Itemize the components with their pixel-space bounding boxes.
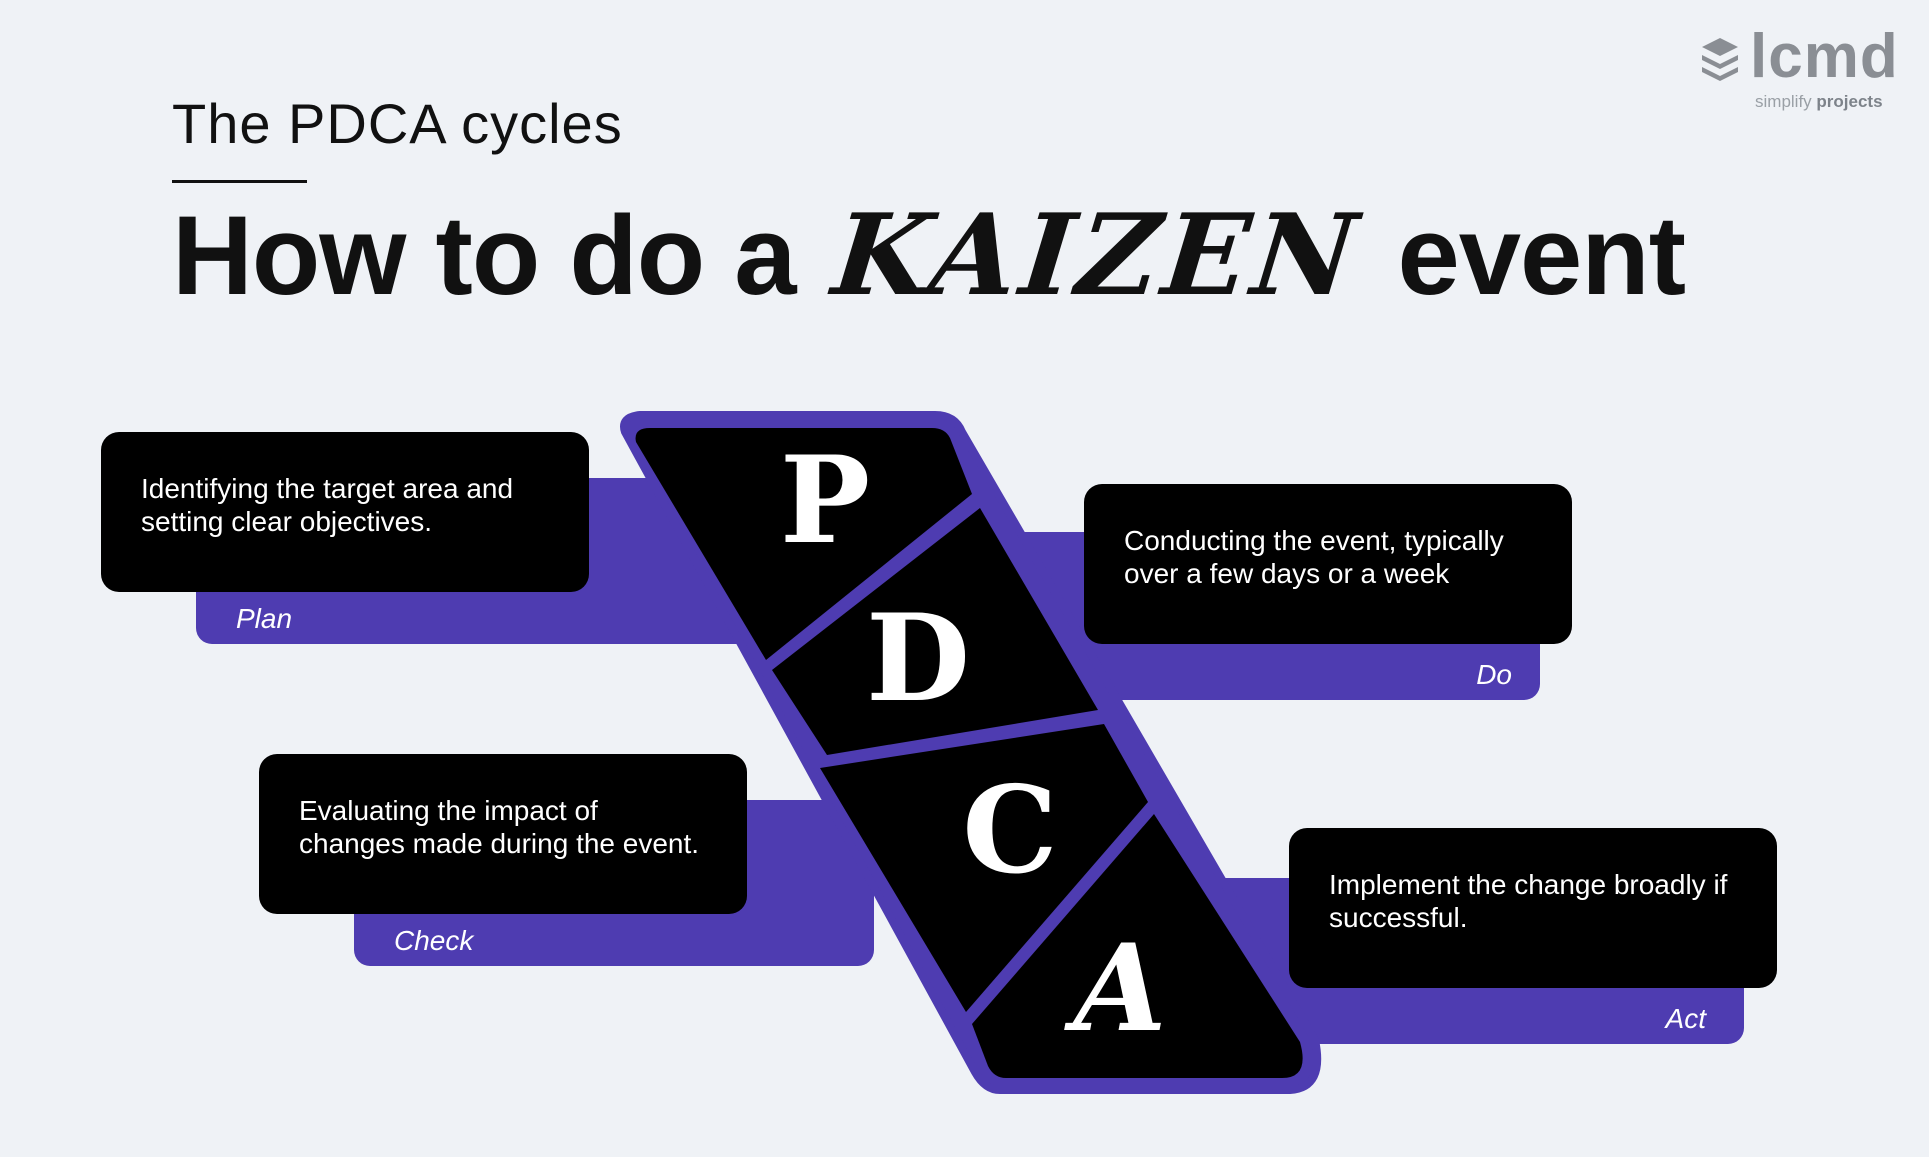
pdca-segment-d	[772, 508, 1098, 755]
lcmd-logo: lcmd simplify projects	[1700, 26, 1898, 116]
page-subtitle: The PDCA cycles	[172, 92, 623, 155]
do-description: Conducting the event, typically over a f…	[1124, 525, 1504, 589]
layers-icon	[1702, 38, 1738, 81]
do-card: Conducting the event, typically over a f…	[1084, 484, 1572, 644]
pdca-segment-p	[635, 428, 972, 660]
logo-tagline: simplify projects	[1755, 92, 1883, 112]
act-description: Implement the change broadly if successf…	[1329, 869, 1728, 933]
pdca-letter-p: P	[780, 430, 870, 571]
pdca-segment-a	[972, 814, 1303, 1078]
title-after: event	[1397, 193, 1686, 318]
check-description: Evaluating the impact of changes made du…	[299, 795, 700, 859]
tagline-prefix: simplify	[1755, 92, 1817, 111]
act-label: Act	[1665, 1003, 1706, 1034]
act-card: Implement the change broadly if successf…	[1289, 828, 1777, 988]
plan-label: Plan	[236, 603, 293, 634]
logo-wordmark: lcmd	[1750, 22, 1899, 91]
title-before: How to do a	[172, 193, 797, 318]
pdca-letter-d: D	[866, 588, 970, 729]
do-label: Do	[1476, 659, 1512, 690]
pdca-letter-a: A	[1063, 918, 1166, 1059]
check-card: Evaluating the impact of changes made du…	[259, 754, 747, 914]
plan-card: Identifying the target area and setting …	[101, 432, 589, 592]
check-label: Check	[394, 925, 474, 956]
tagline-bold: projects	[1816, 92, 1883, 111]
plan-description: Identifying the target area and setting …	[141, 473, 514, 537]
pdca-letter-c: C	[962, 760, 1058, 901]
pdca-segment-c	[820, 724, 1148, 1012]
page-title: How to do a KAIZEN event	[172, 190, 1686, 321]
title-divider	[172, 180, 307, 183]
